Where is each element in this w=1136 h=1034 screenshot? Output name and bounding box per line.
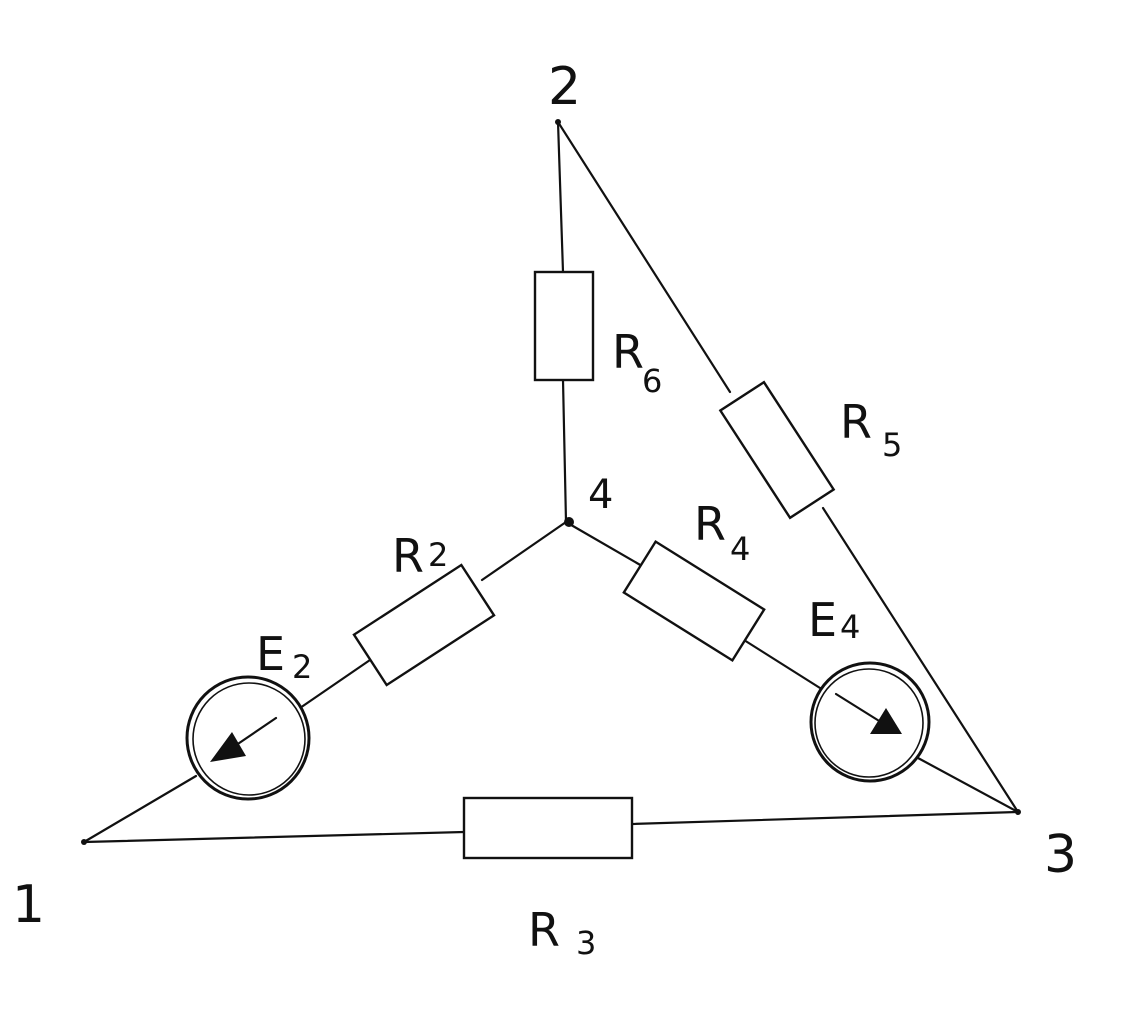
node-label-1: 1	[12, 875, 45, 935]
wire-1-r3	[82, 830, 466, 844]
resistor-r5	[718, 380, 836, 520]
wire-r6-4	[561, 378, 568, 524]
svg-text:R: R	[392, 529, 424, 583]
wires	[82, 120, 1020, 844]
wire-e4-3	[916, 756, 1020, 814]
label-r4: R 4	[694, 497, 750, 568]
svg-text:2: 2	[428, 536, 448, 574]
svg-text:4: 4	[840, 608, 860, 646]
svg-text:R: R	[528, 903, 560, 957]
wire-r2-e2	[298, 658, 372, 710]
resistor-r3	[462, 796, 634, 860]
node-dot-3	[1015, 809, 1021, 815]
svg-text:E: E	[808, 593, 837, 647]
arrow-icon-e4	[870, 708, 902, 734]
svg-text:6: 6	[642, 362, 662, 400]
voltage-source-e2	[185, 675, 311, 801]
wire-4-r2	[480, 520, 568, 582]
label-r5: R 5	[840, 395, 902, 464]
resistor-r2	[352, 563, 496, 687]
wire-2-r6	[556, 120, 565, 274]
label-e4: E 4	[808, 593, 860, 647]
node-dot-4	[564, 517, 574, 527]
label-r2: R 2	[392, 529, 448, 583]
svg-text:5: 5	[882, 426, 902, 464]
wire-e2-1	[82, 774, 198, 844]
resistor-r4	[622, 539, 766, 663]
wire-2-r5	[556, 120, 732, 394]
svg-text:R: R	[612, 325, 644, 379]
svg-text:4: 4	[730, 530, 750, 568]
wire-r5-3	[821, 506, 1020, 814]
arrow-icon-e2	[210, 732, 246, 762]
svg-text:E: E	[256, 627, 285, 681]
svg-text:2: 2	[292, 648, 312, 686]
label-r6: R 6	[612, 325, 662, 400]
node-label-4: 4	[588, 472, 613, 518]
wire-4-r4	[564, 520, 644, 568]
node-label-3: 3	[1044, 825, 1077, 885]
label-r3: R 3	[528, 903, 596, 962]
resistor-r6	[533, 270, 595, 382]
node-label-2: 2	[548, 57, 581, 117]
svg-text:3: 3	[576, 924, 596, 962]
wire-r3-3	[630, 810, 1020, 826]
label-e2: E 2	[256, 627, 312, 686]
svg-text:R: R	[694, 497, 726, 551]
wire-r4-e4	[742, 638, 822, 690]
node-dot-1	[81, 839, 87, 845]
voltage-source-e4	[809, 661, 931, 783]
node-dot-2	[555, 119, 561, 125]
svg-text:R: R	[840, 395, 872, 449]
